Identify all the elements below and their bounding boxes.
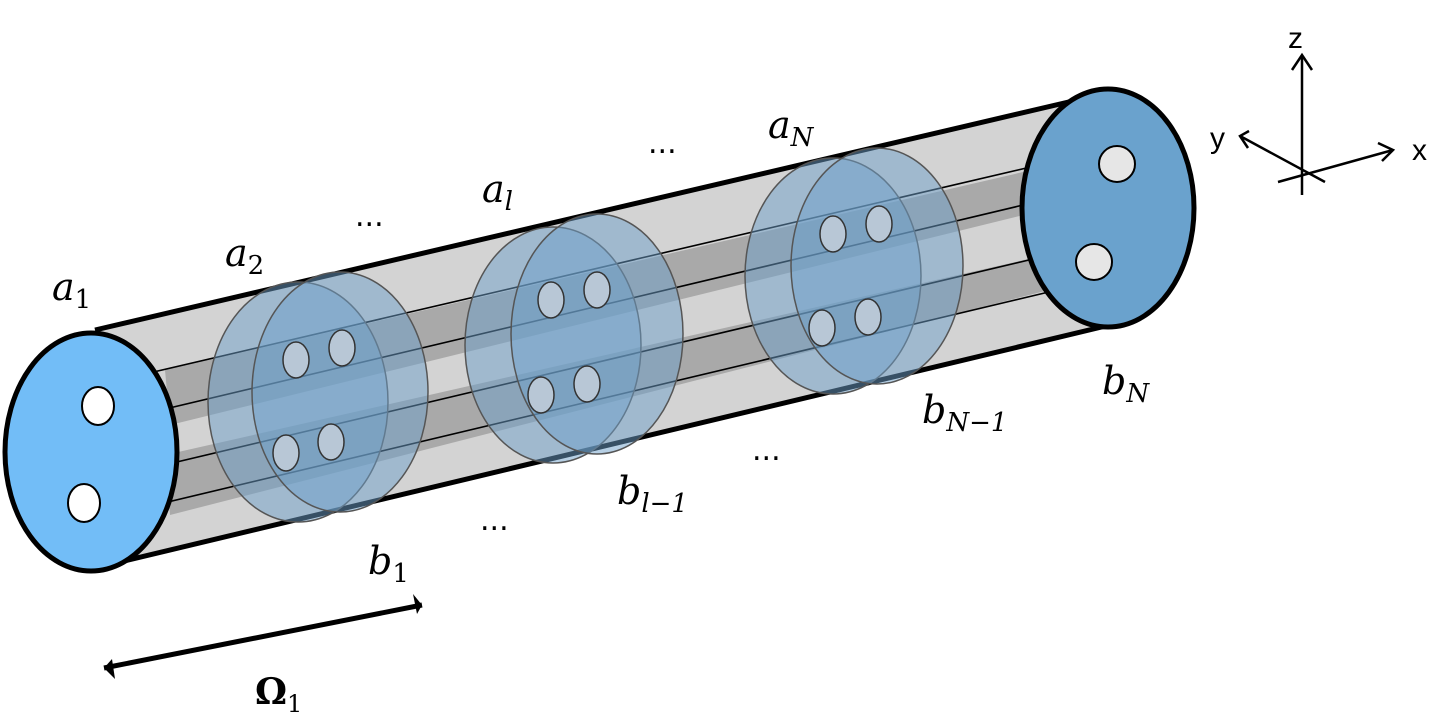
hole bbox=[67, 483, 101, 523]
right-end-face bbox=[1019, 86, 1197, 330]
label-a1: a1 bbox=[52, 265, 91, 315]
label-b1: b1 bbox=[368, 539, 409, 589]
axes-icon bbox=[1238, 52, 1396, 195]
hole bbox=[819, 215, 847, 253]
hole bbox=[317, 423, 345, 461]
label-bl1: bl−1 bbox=[617, 469, 688, 519]
hole bbox=[328, 329, 356, 367]
hole bbox=[527, 376, 555, 414]
hole bbox=[854, 298, 882, 336]
disk bbox=[251, 271, 429, 513]
hole bbox=[865, 205, 893, 243]
disk bbox=[510, 213, 684, 455]
hole bbox=[282, 341, 310, 379]
ellipsis-a-1: ... bbox=[355, 199, 384, 234]
label-al: al bbox=[482, 167, 513, 217]
omega-span bbox=[103, 594, 423, 679]
disk-group-1 bbox=[207, 271, 429, 523]
disk-group-2 bbox=[464, 213, 684, 464]
hole bbox=[583, 271, 611, 309]
ellipsis-b-2: ... bbox=[752, 433, 781, 468]
label-omega: Ω1 bbox=[255, 671, 302, 718]
hole bbox=[537, 281, 565, 319]
hole bbox=[1075, 243, 1113, 281]
disk bbox=[790, 147, 964, 385]
ellipsis-b-1: ... bbox=[480, 503, 509, 538]
axis-label-x: x bbox=[1412, 134, 1427, 167]
left-end-face bbox=[2, 330, 180, 574]
axis-label-z: z bbox=[1288, 22, 1303, 55]
ellipsis-a-2: ... bbox=[648, 126, 677, 161]
hole bbox=[81, 386, 115, 426]
axis-label-y: y bbox=[1210, 122, 1225, 155]
hole bbox=[808, 309, 836, 347]
label-aN: aN bbox=[768, 103, 815, 153]
label-bN: bN bbox=[1102, 359, 1150, 409]
label-bN1: bN−1 bbox=[922, 388, 1007, 438]
hole bbox=[573, 365, 601, 403]
label-a2: a2 bbox=[225, 231, 264, 281]
hole bbox=[1098, 145, 1136, 183]
disk-group-3 bbox=[744, 147, 964, 395]
hole bbox=[272, 434, 300, 472]
